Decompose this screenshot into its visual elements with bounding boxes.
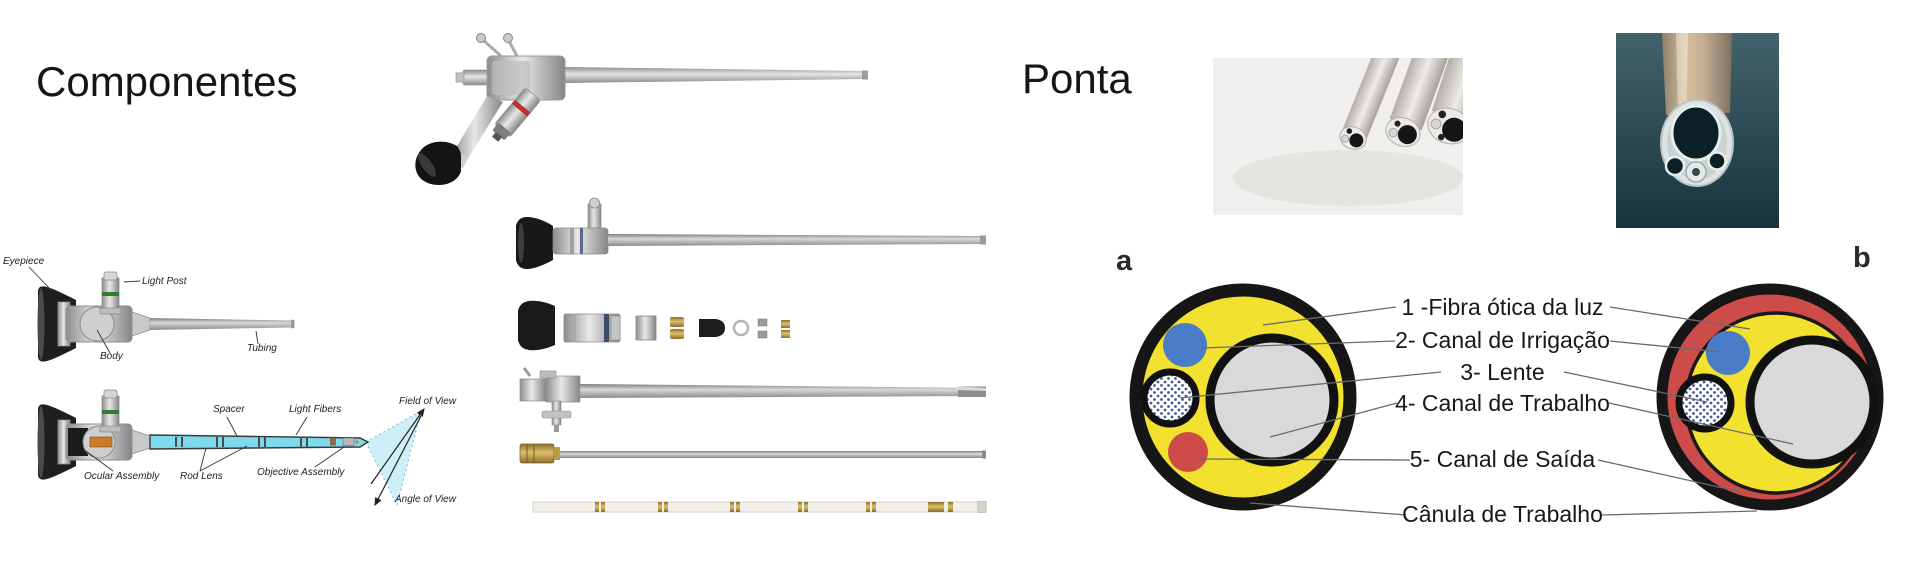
- scope-tip-large: [1427, 58, 1463, 145]
- label-rod-lens: Rod Lens: [180, 471, 223, 482]
- telescope-exterior-diagram: [37, 271, 295, 362]
- pistol-light-cable-port: [492, 88, 540, 142]
- cannula-shaft: [1662, 33, 1732, 115]
- lens-b: [1675, 373, 1735, 433]
- legend-fiber-optic: 1 -Fibra ótica da luz: [1401, 294, 1604, 320]
- working-channel-a: [1205, 333, 1339, 467]
- label-tubing: Tubing: [247, 343, 277, 354]
- label-light-post: Light Post: [142, 276, 187, 287]
- telescope-disassembled-parts-photo: [518, 300, 790, 351]
- label-eyepiece: Eyepiece: [3, 256, 45, 267]
- legend-irrigation: 2- Canal de Irrigação: [1395, 327, 1610, 353]
- legend-outflow-channel: 5- Canal de Saída: [1409, 446, 1596, 472]
- pistol-ocular-barrel: [451, 96, 503, 160]
- legend-lens: 3- Lente: [1460, 359, 1545, 385]
- angle-of-view-arrow: [374, 415, 422, 507]
- main-channel-opening: [1670, 104, 1722, 162]
- tip-cross-section-diagram: [1129, 283, 1884, 516]
- rod-lens-core: [89, 436, 113, 448]
- pistol-shaft: [565, 67, 867, 83]
- telescope-components-illustration: [28, 266, 425, 507]
- pistol-eyecup: [415, 141, 461, 185]
- legend-working-cannula: Cânula de Trabalho: [1402, 501, 1603, 527]
- telescope-assembled-photo: [516, 197, 986, 269]
- legend-leader-lines: [1179, 306, 1794, 516]
- label-light-fibers: Light Fibers: [289, 404, 342, 415]
- label-angle-of-view: Angle of View: [395, 494, 456, 505]
- telescope-cutaway-diagram: [37, 389, 425, 507]
- label-body: Body: [100, 351, 123, 362]
- left-slide-title: Componentes: [36, 58, 298, 105]
- telescope-tubing: [150, 318, 293, 330]
- pistol-hysteroscope-photo: [415, 33, 868, 185]
- figure-letter-a: a: [1116, 245, 1133, 277]
- rod-lens-tube-photo: [532, 501, 987, 513]
- legend-working-channel: 4- Canal de Trabalho: [1395, 390, 1610, 416]
- right-slide-title: Ponta: [1022, 55, 1132, 102]
- label-field-of-view: Field of View: [399, 396, 457, 407]
- field-of-view-arrow: [370, 408, 425, 485]
- working-channel-b: [1745, 335, 1879, 469]
- figure-letter-b: b: [1853, 242, 1871, 274]
- irrigation-channel-b: [1706, 331, 1750, 375]
- leader-lines: [28, 266, 345, 472]
- outflow-channel-a: [1168, 432, 1208, 472]
- scope-tip-medium: [1385, 58, 1463, 147]
- scope-tips-photo: [1213, 58, 1463, 215]
- telescope-product-photos: [516, 197, 987, 513]
- cannula-tip-photo: [1616, 33, 1779, 228]
- lens-a: [1140, 368, 1200, 428]
- scope-tip-small: [1339, 58, 1416, 150]
- label-objective-assembly: Objective Assembly: [257, 467, 345, 478]
- cross-section-b: [1656, 283, 1884, 511]
- irrigation-channel-a: [1163, 323, 1207, 367]
- label-spacer: Spacer: [213, 404, 245, 415]
- cross-section-a: [1129, 283, 1357, 511]
- sheath-with-stopcock-photo: [519, 367, 986, 432]
- label-ocular-assembly: Ocular Assembly: [84, 471, 160, 482]
- obturator-rod-photo: [519, 443, 986, 464]
